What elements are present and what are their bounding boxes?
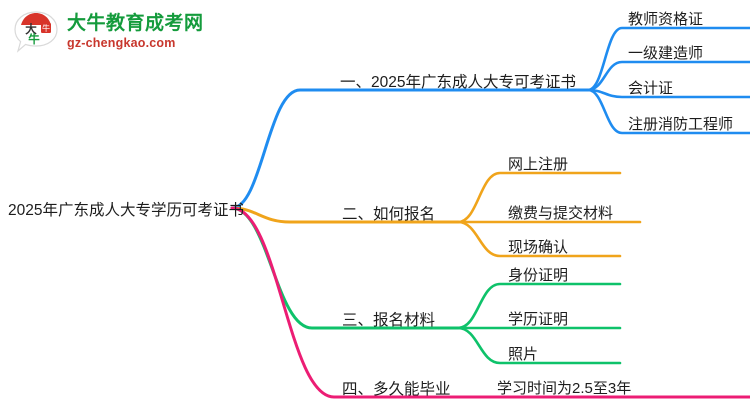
leaf-node-2-3[interactable]: 现场确认 xyxy=(508,239,569,256)
leaf-node-1-4[interactable]: 注册消防工程师 xyxy=(628,116,734,133)
leaf-node-4-1[interactable]: 学习时间为2.5至3年 xyxy=(497,380,632,397)
leaf-node-2-1[interactable]: 网上注册 xyxy=(508,156,569,173)
branch-node-4[interactable]: 四、多久能毕业 xyxy=(342,381,451,398)
branch-node-2[interactable]: 二、如何报名 xyxy=(342,206,436,223)
leaf-node-1-2[interactable]: 一级建造师 xyxy=(628,45,704,62)
logo-name-en: gz-chengkao.com xyxy=(67,36,176,51)
leaf-node-2-2[interactable]: 缴费与提交材料 xyxy=(508,205,614,222)
leaf-node-3-2[interactable]: 学历证明 xyxy=(508,311,569,328)
logo-mark-icon: 牛 大 牛 xyxy=(12,8,60,56)
svg-text:牛: 牛 xyxy=(28,32,40,46)
mindmap-root-node[interactable]: 2025年广东成人大专学历可考证书 xyxy=(8,202,244,219)
leaf-node-1-1[interactable]: 教师资格证 xyxy=(628,11,704,28)
branch-3-wires xyxy=(230,206,622,365)
logo-name-cn: 大牛教育成考网 xyxy=(67,13,204,35)
leaf-node-1-3[interactable]: 会计证 xyxy=(628,80,674,97)
branch-node-3[interactable]: 三、报名材料 xyxy=(342,312,436,329)
site-logo[interactable]: 牛 大 牛 大牛教育成考网 gz-chengkao.com xyxy=(12,8,204,56)
branch-4-wires xyxy=(230,206,750,399)
svg-text:牛: 牛 xyxy=(42,23,50,33)
leaf-node-3-1[interactable]: 身份证明 xyxy=(508,267,569,284)
svg-text:大: 大 xyxy=(25,22,37,36)
leaf-node-3-3[interactable]: 照片 xyxy=(508,346,539,363)
branch-node-1[interactable]: 一、2025年广东成人大专可考证书 xyxy=(340,74,576,91)
logo-text: 大牛教育成考网 gz-chengkao.com xyxy=(67,14,204,50)
